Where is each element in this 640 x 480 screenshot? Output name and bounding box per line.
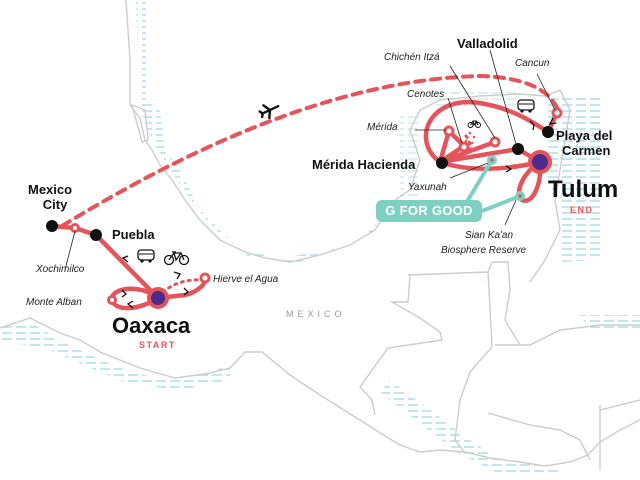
city-label-oaxaca: Oaxaca — [112, 313, 191, 338]
playa-del-carmen-dot — [542, 126, 554, 138]
poi-markers — [70, 107, 563, 305]
playa-line2: Carmen — [562, 143, 611, 158]
puebla-dot — [90, 229, 102, 241]
merida-hacienda-dot — [436, 157, 448, 169]
mexico-city-dot — [46, 220, 58, 232]
poi-label-cenotes: Cenotes — [407, 89, 445, 100]
country-label: MEXICO — [286, 309, 346, 319]
valladolid-dot — [512, 143, 524, 155]
city-dots — [46, 126, 554, 241]
oaxaca-start-marker — [147, 287, 169, 309]
cancun-marker — [551, 107, 563, 119]
poi-label-cancun: Cancun — [515, 58, 550, 69]
city-label-tulum: Tulum — [548, 176, 619, 203]
poi-label-monte-alban: Monte Alban — [26, 297, 82, 308]
poi-label-merida: Mérida — [367, 122, 398, 133]
cenotes-marker — [458, 141, 470, 153]
g-for-good-badge[interactable]: G FOR GOOD — [376, 200, 482, 222]
mexico-city-line1: Mexico — [28, 182, 73, 197]
city-label-puebla: Puebla — [112, 227, 155, 242]
chichen-itza-marker — [489, 136, 501, 148]
merida-marker — [443, 125, 455, 137]
mexico-city-line2: City — [42, 197, 68, 212]
leader-lines — [64, 49, 556, 271]
flight-route — [60, 73, 560, 228]
sian-kaan-line2: Biosphere Reserve — [441, 245, 527, 256]
city-label-valladolid: Valladolid — [457, 36, 518, 51]
cenote-dots — [464, 131, 476, 145]
tulum-end-marker — [528, 150, 552, 174]
poi-label-hierve-el-agua: Hierve el Agua — [213, 274, 279, 285]
bus-icon — [517, 99, 535, 113]
bus-icon — [137, 249, 155, 263]
coastlines — [0, 0, 640, 470]
plane-icon — [258, 104, 280, 120]
sian-kaan-line1: Sian Ka'an — [465, 230, 514, 241]
start-tag: START — [139, 340, 176, 350]
bicycle-icon — [163, 251, 190, 266]
direction-arrows — [121, 117, 557, 309]
city-label-playa-del-carmen: Playa del Carmen — [556, 128, 612, 158]
end-tag: END — [570, 205, 594, 215]
playa-line1: Playa del — [556, 128, 613, 143]
poi-label-xochimilco: Xochimilco — [36, 264, 85, 275]
monte-alban-marker — [107, 295, 117, 305]
g-for-good-markers — [487, 155, 525, 201]
city-label-mexico-city: Mexico City — [28, 182, 72, 212]
poi-label-yaxunah: Yaxunah — [408, 182, 447, 193]
hierve-el-agua-marker — [199, 272, 211, 284]
bicycle-icon — [467, 120, 481, 128]
city-label-merida-hacienda: Mérida Hacienda — [312, 157, 416, 172]
xochimilco-marker — [70, 223, 80, 233]
poi-label-chichen-itza: Chichén Itzá — [384, 52, 440, 63]
poi-label-sian-kaan: Sian Ka'an Biosphere Reserve — [441, 228, 526, 258]
